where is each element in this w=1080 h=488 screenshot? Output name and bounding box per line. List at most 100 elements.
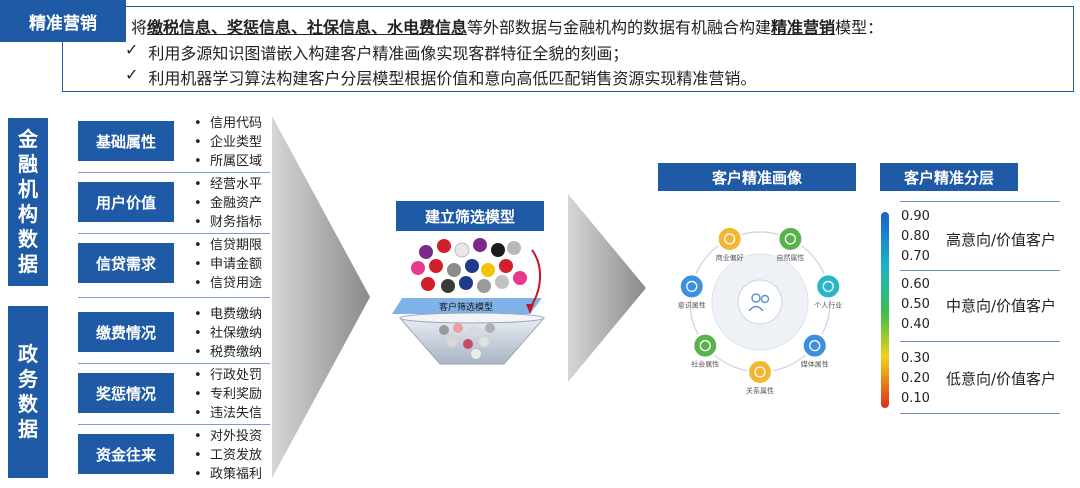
portrait-core	[737, 279, 783, 325]
list-item: 税费缴纳	[194, 343, 262, 362]
check-icon: ✓	[125, 40, 139, 59]
category-rewards-penalties: 奖惩情况	[78, 373, 174, 413]
intro-text: 等外部数据与金融机构的数据有机融合构建	[467, 18, 772, 37]
intro-bullet-text: 利用多源知识图谱嵌入构建客户精准画像实现客群特征全貌的刻画；	[148, 44, 629, 63]
portrait-node-circle	[801, 332, 828, 359]
category-items: 行政处罚 专利奖励 违法失信	[194, 366, 262, 423]
category-label: 缴费情况	[95, 323, 156, 342]
section-tag: 精准营销	[0, 0, 126, 42]
list-item: 对外投资	[194, 427, 262, 446]
group-char: 政	[18, 342, 38, 366]
layering-title-text: 客户精准分层	[903, 168, 994, 187]
list-item: 财务指标	[194, 213, 262, 232]
scale-value: 0.60	[901, 277, 930, 292]
list-item: 企业类型	[194, 133, 262, 152]
portrait-node-icon	[754, 366, 766, 378]
group-label-government: 政 务 数 据	[8, 306, 48, 478]
category-label: 基础属性	[95, 132, 156, 151]
category-label: 奖惩情况	[95, 384, 156, 403]
portrait-node: 社会属性	[691, 332, 719, 369]
scale-value: 0.40	[901, 317, 930, 332]
intro-bullet: ✓ 利用多源知识图谱嵌入构建客户精准画像实现客群特征全貌的刻画；	[125, 40, 628, 64]
portrait-node-circle	[815, 273, 842, 300]
group-char: 机	[18, 177, 38, 201]
list-item: 经营水平	[194, 175, 262, 194]
tier-label-mid: 中意向/价值客户	[946, 297, 1057, 315]
tier-label-high: 高意向/价值客户	[946, 231, 1057, 249]
portrait-node: 媒体属性	[801, 332, 829, 369]
portrait-node-circle	[777, 225, 804, 252]
tier-line	[900, 341, 1060, 342]
scale-value: 0.50	[901, 297, 930, 312]
category-items: 信用代码 企业类型 所属区域	[194, 114, 262, 171]
intro-text: 模型：	[835, 18, 884, 37]
portrait-node-label: 媒体属性	[801, 360, 829, 369]
group-char: 数	[18, 227, 38, 251]
portrait-node-label: 商业偏好	[716, 253, 744, 262]
category-fund-flows: 资金往来	[78, 434, 174, 474]
category-items: 经营水平 金融资产 财务指标	[194, 175, 262, 232]
list-item: 政策福利	[194, 465, 262, 484]
list-item: 信用代码	[194, 114, 262, 133]
down-arrow-icon	[529, 249, 542, 309]
category-label: 用户价值	[95, 193, 156, 212]
intro-bullet: ✓ 利用机器学习算法构建客户分层模型根据价值和意向高低匹配销售资源实现精准营销。	[125, 65, 756, 89]
category-user-value: 用户价值	[78, 182, 174, 222]
portrait-node-label: 关系属性	[746, 386, 774, 395]
list-item: 工资发放	[194, 446, 262, 465]
list-item: 金融资产	[194, 194, 262, 213]
layering-title: 客户精准分层	[880, 163, 1018, 191]
category-items: 信贷期限 申请金额 信贷用途	[194, 236, 262, 293]
group-char: 数	[18, 392, 38, 416]
tier-line	[900, 270, 1060, 271]
portrait-node-icon	[784, 233, 797, 245]
portrait-node-label: 自然属性	[776, 253, 804, 262]
portrait-node-icon	[809, 339, 821, 352]
intro-text: 将	[131, 18, 148, 37]
scale-value: 0.10	[901, 391, 930, 406]
scale-value: 0.80	[901, 229, 930, 244]
list-item: 信贷期限	[194, 236, 262, 255]
group-char: 融	[18, 152, 38, 176]
divider	[78, 172, 270, 173]
group-char: 务	[18, 367, 38, 391]
group-char: 构	[18, 202, 38, 226]
gradient-scale-bar	[881, 212, 889, 408]
portrait-node: 自然属性	[776, 225, 804, 262]
list-item: 违法失信	[194, 404, 262, 423]
section-tag-label: 精准营销	[29, 13, 97, 34]
list-item: 专利奖励	[194, 385, 262, 404]
category-label: 资金往来	[95, 445, 156, 464]
filter-plate-label: 客户筛选模型	[439, 301, 493, 313]
portrait-node-circle	[716, 225, 743, 252]
list-item: 社保缴纳	[194, 324, 262, 343]
portrait-node-icon	[822, 280, 834, 293]
portrait-title: 客户精准画像	[658, 163, 856, 191]
divider	[78, 297, 270, 298]
divider	[78, 424, 270, 425]
portrait-node-label: 个人行业	[814, 300, 842, 309]
portrait-node-label: 意识属性	[678, 300, 706, 309]
divider	[78, 233, 270, 234]
intro-box: 将缴税信息、奖惩信息、社保信息、水电费信息等外部数据与金融机构的数据有机融合构建…	[62, 6, 1074, 92]
list-item: 信贷用途	[194, 274, 262, 293]
filter-plate	[392, 298, 542, 314]
tier-label-low: 低意向/价值客户	[946, 370, 1057, 388]
flow-arrow-1	[272, 116, 370, 478]
data-balls	[411, 238, 527, 293]
list-item: 行政处罚	[194, 366, 262, 385]
portrait-node-icon	[699, 339, 711, 352]
portrait-title-text: 客户精准画像	[711, 168, 802, 187]
category-basic-attributes: 基础属性	[78, 121, 174, 161]
filter-model-title-text: 建立筛选模型	[424, 207, 515, 226]
scale-value: 0.70	[901, 249, 930, 264]
portrait-node-icon	[723, 233, 736, 245]
portrait-node: 个人行业	[814, 273, 842, 309]
category-label: 信贷需求	[95, 254, 156, 273]
group-char: 据	[18, 252, 38, 276]
scale-value: 0.20	[901, 371, 930, 386]
intro-text-bold: 精准营销	[771, 18, 836, 37]
scale-value: 0.30	[901, 351, 930, 366]
portrait-node: 意识属性	[678, 273, 706, 309]
